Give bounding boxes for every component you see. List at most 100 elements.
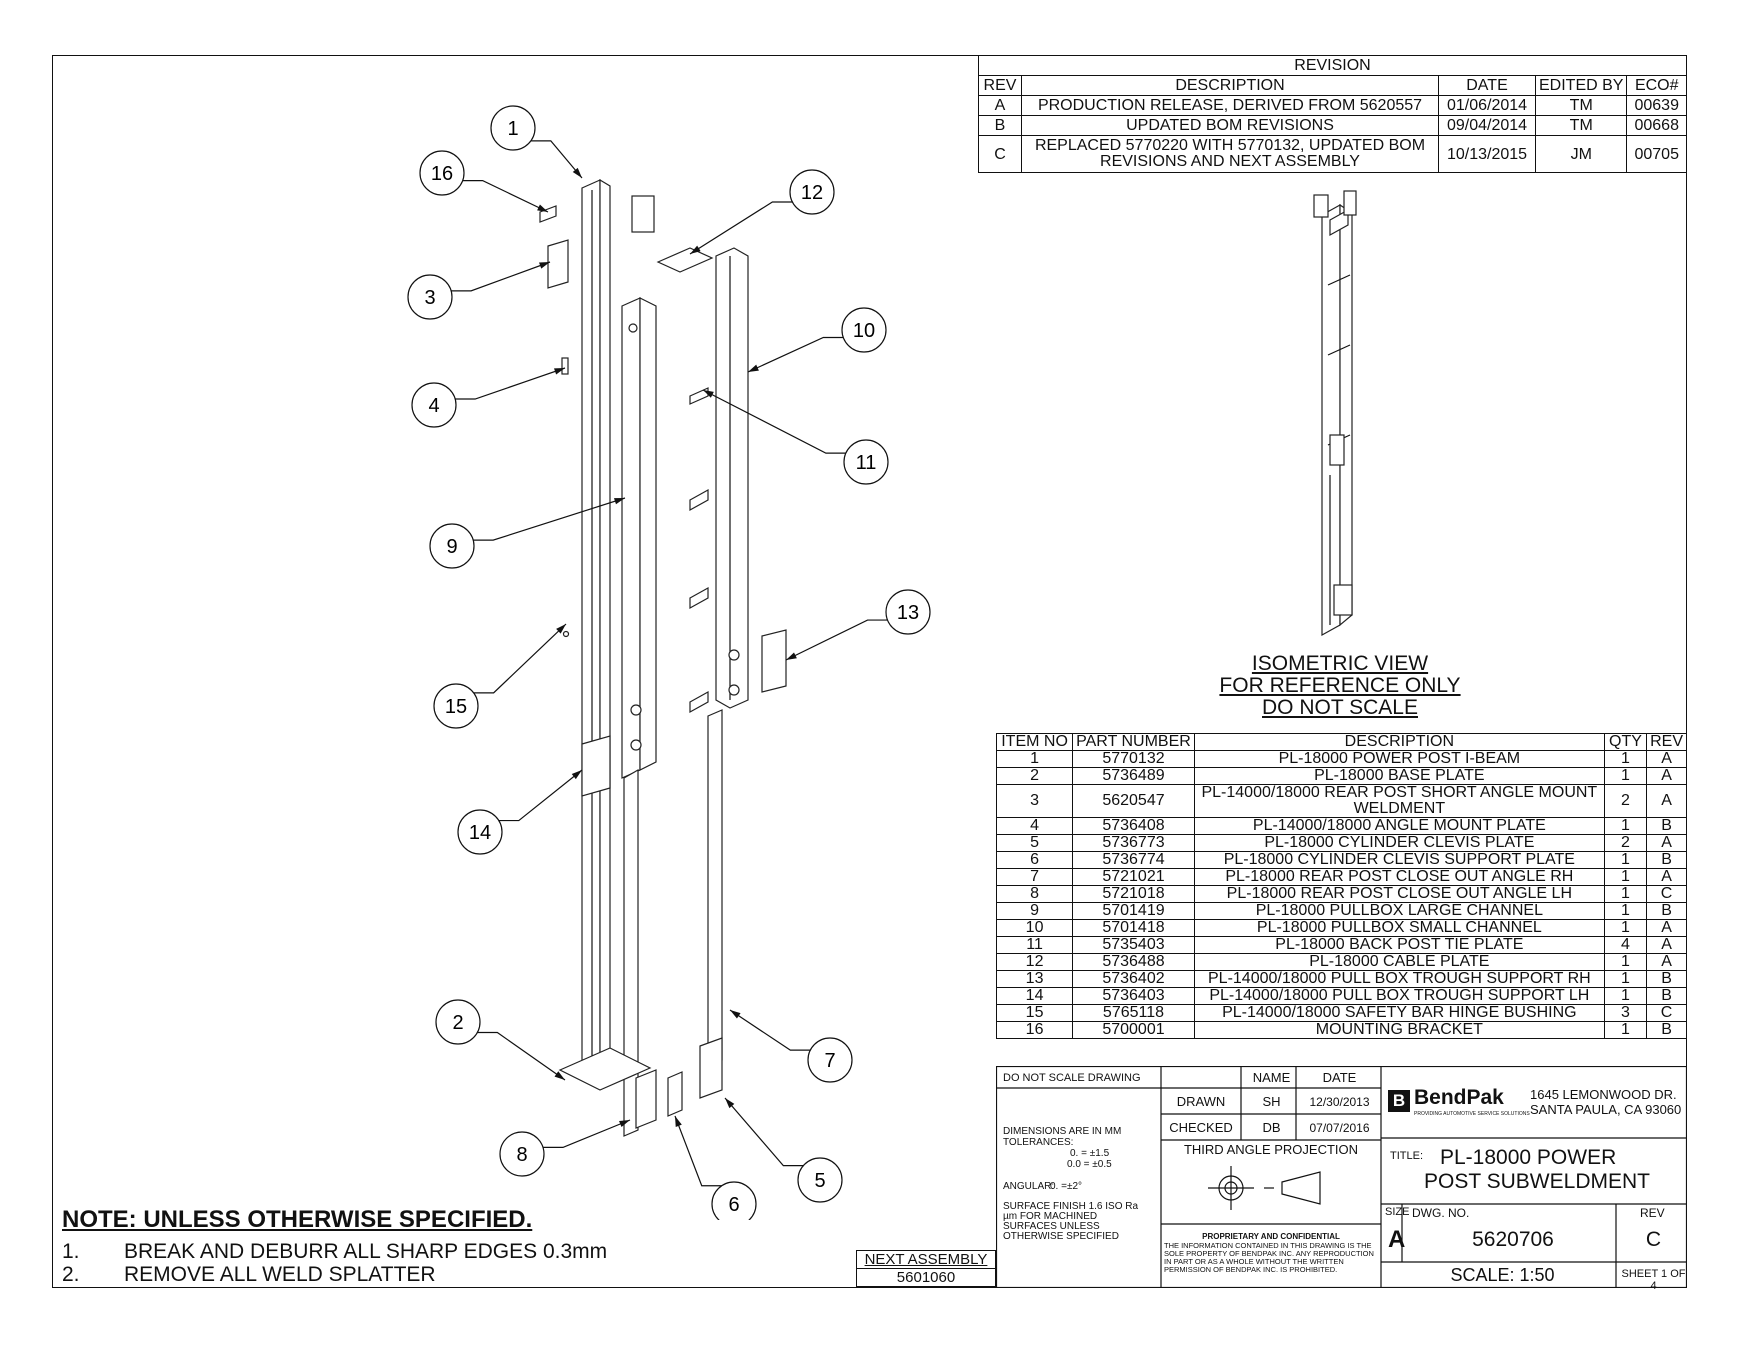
leader-line: [455, 367, 566, 400]
bendpak-logo-icon: B: [1388, 1090, 1410, 1112]
projection-label: THIRD ANGLE PROJECTION: [1183, 1142, 1359, 1157]
bom-description: PL-14000/18000 SAFETY BAR HINGE BUSHING: [1193, 1004, 1605, 1022]
bom-item-no: 9: [995, 902, 1074, 920]
leader-line: [530, 140, 583, 179]
part-angle-mount-plate: [561, 357, 569, 375]
balloon-number: 10: [853, 320, 875, 342]
bom-header: PART NUMBER: [1072, 733, 1195, 751]
bom-qty: 1: [1603, 902, 1648, 920]
title-block-grid: [996, 1066, 1687, 1288]
bom-header: DESCRIPTION: [1193, 733, 1605, 751]
rev-editor-cell: JM: [1534, 135, 1628, 173]
iso-top-mount-right: [1343, 190, 1357, 216]
bom-part-number: 5736403: [1072, 987, 1195, 1005]
callout-balloon: 9: [429, 497, 626, 569]
leader-line: [451, 261, 551, 292]
tolerance-2: 0.0 = ±0.5: [1067, 1159, 1112, 1170]
bom-rev: A: [1646, 953, 1687, 971]
part-top-mount: [631, 195, 655, 233]
arrow-head-icon: [748, 364, 759, 372]
bom-item-no: 14: [995, 987, 1074, 1005]
balloon-number: 4: [428, 395, 439, 417]
balloon-number: 14: [469, 822, 491, 844]
leader-line: [462, 179, 549, 213]
bom-description: PL-18000 BASE PLATE: [1193, 767, 1605, 785]
bom-part-number: 5700001: [1072, 1021, 1195, 1039]
arrow-head-icon: [690, 245, 701, 254]
revision-table: REVISION REV DESCRIPTION DATE EDITED BY …: [978, 55, 1687, 173]
bom-rev: A: [1646, 936, 1687, 954]
address-line-2: SANTA PAULA, CA 93060: [1530, 1102, 1682, 1117]
note-text: BREAK AND DEBURR ALL SHARP EDGES 0.3mm: [124, 1240, 608, 1263]
bom-item-no: 1: [995, 750, 1074, 768]
drawing-scale: SCALE: 1:50: [1450, 1265, 1555, 1285]
part-hole: [630, 739, 642, 751]
rev-editor-cell: TM: [1534, 95, 1628, 116]
arrow-head-icon: [554, 1071, 565, 1080]
bom-qty: 1: [1603, 1021, 1648, 1039]
rev-cell: C: [978, 135, 1022, 173]
title-label: TITLE:: [1390, 1150, 1424, 1162]
part-tie-plate: [689, 488, 709, 512]
drawing-rev: C: [1645, 1228, 1662, 1251]
drawn-date: 12/30/2013: [1309, 1095, 1370, 1109]
callout-balloon: 16: [419, 150, 549, 213]
tolerances-label: TOLERANCES:: [1003, 1137, 1074, 1148]
note-item: 1.BREAK AND DEBURR ALL SHARP EDGES 0.3mm: [62, 1240, 607, 1264]
iso-top-mount: [1313, 194, 1329, 218]
bom-qty: 1: [1603, 868, 1648, 886]
bom-qty: 1: [1603, 851, 1648, 869]
balloon-circle: [433, 683, 479, 729]
arrow-head-icon: [703, 390, 714, 398]
balloon-circle: [457, 809, 503, 855]
arrow-head-icon: [554, 368, 565, 375]
bom-qty: 2: [1603, 784, 1648, 818]
arrow-head-icon: [730, 1010, 741, 1019]
rev-date-cell: 09/04/2014: [1438, 115, 1536, 136]
revision-title: REVISION: [978, 55, 1687, 76]
exploded-view: [539, 178, 787, 1137]
bom-part-number: 5765118: [1072, 1004, 1195, 1022]
arrow-head-icon: [537, 204, 548, 212]
date-header: DATE: [1438, 75, 1536, 96]
bom-rev: A: [1646, 767, 1687, 785]
bom-rev: B: [1646, 970, 1687, 988]
balloon-number: 9: [446, 536, 457, 558]
arrow-head-icon: [619, 1120, 630, 1127]
leader-line: [674, 1115, 722, 1187]
bom-rev: B: [1646, 1021, 1687, 1039]
leader-line: [477, 1031, 566, 1081]
leader-line: [724, 1097, 804, 1167]
angular-value: 0. =±2°: [1050, 1181, 1083, 1192]
balloon-number: 13: [897, 602, 919, 624]
part-trough-support-lh: [581, 735, 611, 797]
rev-desc-cell: REPLACED 5770220 WITH 5770132, UPDATED B…: [1021, 135, 1439, 173]
callout-balloon: 8: [499, 1119, 631, 1177]
bom-qty: 1: [1603, 885, 1648, 903]
bom-header: QTY: [1603, 733, 1648, 751]
callout-balloon: 11: [702, 389, 889, 485]
bom-part-number: 5721018: [1072, 885, 1195, 903]
bom-item-no: 7: [995, 868, 1074, 886]
edited-header: EDITED BY: [1534, 75, 1628, 96]
bom-rev: C: [1646, 1004, 1687, 1022]
balloon-circle: [407, 274, 453, 320]
balloon-circle: [435, 999, 481, 1045]
bom-description: PL-18000 PULLBOX SMALL CHANNEL: [1193, 919, 1605, 937]
bom-qty: 3: [1603, 1004, 1648, 1022]
balloon-circle: [490, 105, 536, 151]
dwg-no-label: DWG. NO.: [1412, 1206, 1470, 1220]
part-close-out-lh: [623, 768, 639, 1137]
company-name: BendPak: [1414, 1086, 1504, 1109]
note-item: 2.REMOVE ALL WELD SPLATTER: [62, 1263, 436, 1287]
bom-description: PL-18000 CYLINDER CLEVIS SUPPORT PLATE: [1193, 851, 1605, 869]
part-tie-plate: [689, 387, 709, 405]
do-not-scale: DO NOT SCALE DRAWING: [1003, 1072, 1141, 1084]
bom-qty: 1: [1603, 767, 1648, 785]
